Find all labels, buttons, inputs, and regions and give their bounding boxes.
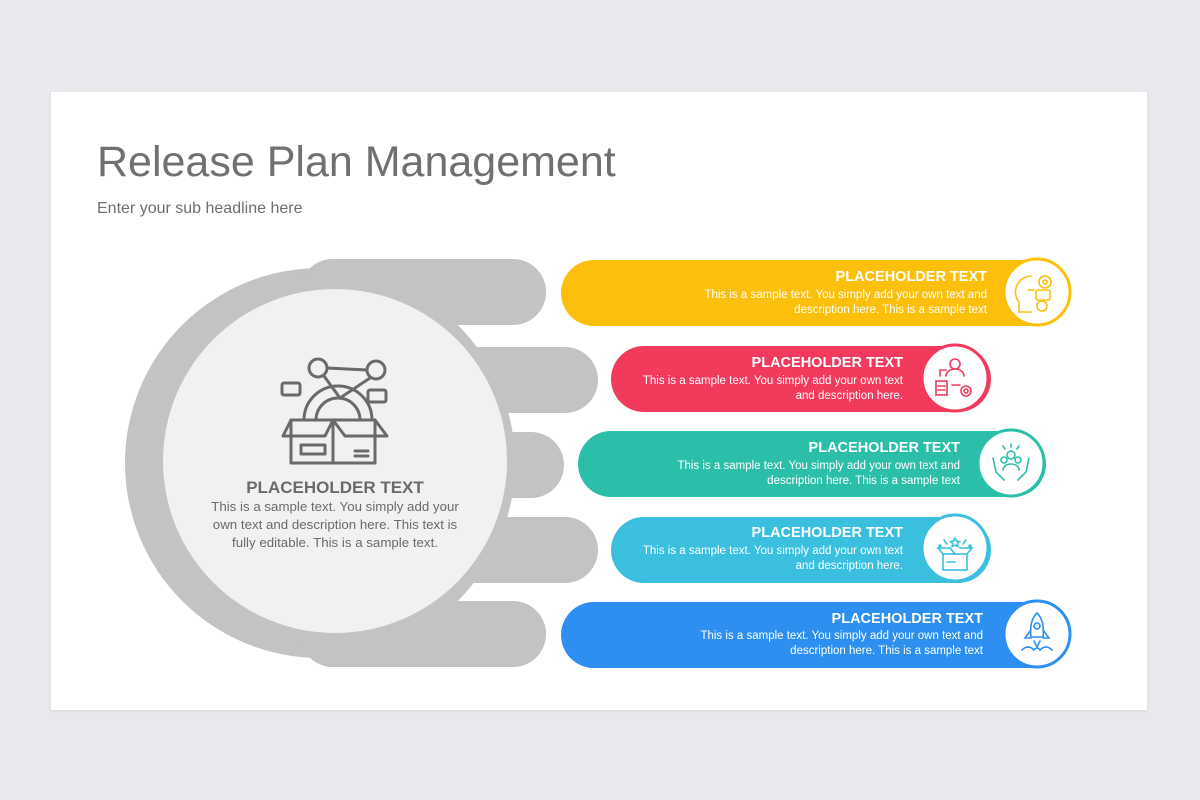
- page-subtitle: Enter your sub headline here: [97, 200, 303, 217]
- center-circle: [163, 289, 507, 633]
- center-title: PLACEHOLDER TEXT: [246, 478, 424, 497]
- bar-1: [561, 260, 1071, 326]
- bar-1-title: PLACEHOLDER TEXT: [835, 269, 987, 285]
- page-title: Release Plan Management: [97, 138, 616, 186]
- bar-2-title: PLACEHOLDER TEXT: [751, 355, 903, 371]
- center-body: This is a sample text. You simply add yo…: [211, 499, 459, 550]
- icon-circle-1: [1002, 257, 1072, 327]
- product-release-box-icon: [280, 357, 389, 465]
- rocket-launch-icon: [1021, 611, 1053, 652]
- icon-circle-5: [1002, 599, 1072, 669]
- hands-team-icon: [992, 443, 1030, 481]
- bar-4-text: This is a sample text. You simply add yo…: [642, 545, 903, 572]
- bar-2-text: This is a sample text. You simply add yo…: [642, 375, 903, 402]
- bar-4: [611, 517, 991, 583]
- icon-circle-2: [920, 343, 990, 413]
- opening-box-icon: [936, 536, 974, 571]
- bar-5-text: This is a sample text. You simply add yo…: [700, 630, 983, 657]
- icon-circle-3: [976, 428, 1046, 498]
- bar-3-text: This is a sample text. You simply add yo…: [677, 460, 960, 487]
- bar-5-title: PLACEHOLDER TEXT: [831, 611, 983, 627]
- bar-1-text: This is a sample text. You simply add yo…: [704, 289, 987, 316]
- workflow-person-icon: [935, 358, 972, 397]
- bar-2: [611, 346, 991, 412]
- brain-gear-icon: [1014, 275, 1052, 313]
- bar-3: [578, 431, 1046, 497]
- bar-5: [561, 602, 1071, 668]
- bar-3-title: PLACEHOLDER TEXT: [808, 440, 960, 456]
- bar-4-title: PLACEHOLDER TEXT: [751, 525, 903, 541]
- icon-circle-4: [920, 513, 990, 583]
